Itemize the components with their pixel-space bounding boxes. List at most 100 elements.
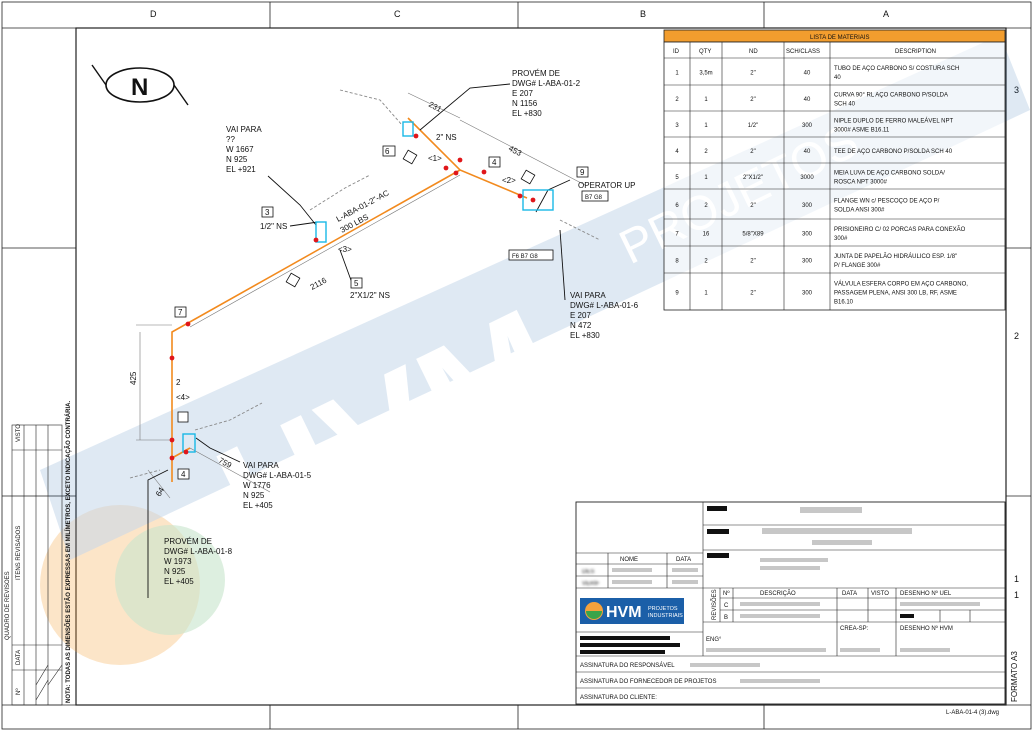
note-line: N 472 [570, 321, 592, 330]
format-label: FORMATO A3 [1010, 651, 1019, 702]
sig-responsavel: ASSINATURA DO RESPONSÁVEL [580, 662, 675, 669]
row-label-2: 2 [1014, 331, 1019, 341]
material-sch: 40 [804, 149, 811, 155]
material-description: 40 [834, 75, 841, 81]
material-qty: 2 [704, 203, 708, 209]
material-description: ROSCA NPT 3000# [834, 180, 888, 186]
fitting-bottom [182, 433, 196, 453]
crea-label: CREA-SP: [840, 626, 869, 632]
rev-row-c: C [724, 603, 729, 609]
dim-2116: 2116 [309, 275, 329, 291]
material-description: 3000# ASME B16.11 [834, 128, 890, 134]
rev-head-no: Nº [723, 590, 730, 597]
note-line: N 925 [226, 155, 248, 164]
strip-label-visto: VISTO [16, 424, 22, 442]
material-qty: 1 [704, 123, 708, 129]
tag-2: 2 [176, 378, 181, 387]
weld-point [169, 355, 175, 361]
note-provem-bottom: PROVÉM DE DWG# L-ABA-01-8 W 1973 N 925 E… [164, 537, 233, 586]
tag-7: 7 [178, 308, 183, 317]
gray-ghost-pipes [129, 89, 601, 479]
redacted-blocks [580, 506, 914, 654]
fitting-top [402, 121, 414, 137]
materials-headers: ID QTY ND SCH/CLASS DESCRIPTION [673, 49, 936, 55]
note-line: EL +921 [226, 165, 256, 174]
weld-point [169, 455, 175, 461]
material-id: 4 [675, 149, 679, 155]
material-qty: 1 [704, 97, 708, 103]
note-line: VAI PARA [243, 461, 279, 470]
weld-point [517, 193, 523, 199]
material-id: 9 [675, 291, 679, 297]
material-id: 7 [675, 232, 679, 238]
col-nome: NOME [620, 557, 638, 563]
note-line: ?? [226, 135, 235, 144]
material-qty: 1 [704, 291, 708, 297]
tag-6: 6 [385, 147, 390, 156]
sig-cliente: ASSINATURA DO CLIENTE: [580, 695, 657, 701]
tag-3: 3 [265, 208, 270, 217]
rev-head-data: DATA [842, 591, 857, 597]
note-vai-para-right: VAI PARA DWG# L-ABA-01-6 E 207 N 472 EL … [570, 291, 639, 340]
strip-label-no: Nº [15, 688, 22, 695]
material-description: 300# [834, 236, 848, 242]
eng-label: ENG° [706, 637, 722, 643]
weld-tag-1: <1> [428, 154, 442, 163]
material-description: CURVA 90° RL AÇO CARBONO P/SOLDA [834, 93, 948, 99]
weld-point [453, 170, 459, 176]
pipe-route [171, 117, 528, 482]
note-line: N 925 [243, 491, 265, 500]
material-sch: 40 [804, 97, 811, 103]
material-qty: 16 [703, 232, 710, 238]
column-label-b: B [640, 9, 646, 19]
material-id: 5 [675, 175, 679, 181]
weld-tags: <1> <2> <3> <4> [176, 154, 516, 402]
general-note: NOTA: TODAS AS DIMENSÕES ESTÃO EXPRESSAS… [64, 401, 72, 703]
file-name: L-ABA-01-4 (3).dwg [946, 710, 999, 716]
material-description: P/ FLANGE 300# [834, 263, 881, 269]
note-line: EL +830 [512, 109, 542, 118]
row-label-1: 1 [1014, 574, 1019, 584]
material-sch: 300 [802, 123, 813, 129]
strip-label-quadro: QUADRO DE REVISÕES [4, 571, 11, 640]
material-id: 3 [675, 123, 679, 129]
strip-label-data: DATA [16, 650, 22, 665]
dim-453: 453 [507, 144, 523, 158]
watermark-circle-green [115, 525, 225, 635]
bom-item-tags: 7 3 4 4 5 6 9 2 F6 B7 G8 B7 G8 [176, 147, 603, 479]
hvm-logo-sub-2: INDUSTRIAIS [648, 613, 683, 619]
dim-425: 425 [129, 371, 138, 385]
weld-point [443, 165, 449, 171]
materials-grid [664, 42, 1005, 310]
note-line: W 1776 [243, 481, 271, 490]
fitting-mid [315, 221, 327, 243]
weld-tag-2: <2> [502, 176, 516, 185]
header-description: DESCRIPTION [895, 49, 936, 55]
material-description: TEE DE AÇO CARBONO P/SOLDA SCH 40 [834, 149, 953, 155]
title-block: NOME DATA DES VERIF REVISÕES Nº DESCRIÇÃ… [575, 501, 1006, 705]
note-line: DWG# L-ABA-01-5 [243, 471, 312, 480]
weld-tag-4: <4> [176, 393, 190, 402]
column-label-c: C [394, 9, 401, 19]
weld-points [169, 133, 536, 461]
material-nd: 2" [750, 97, 755, 103]
note-line: EL +830 [570, 331, 600, 340]
weld-point [313, 237, 319, 243]
north-label: N [131, 74, 148, 101]
half-ns: 1/2" NS [260, 222, 287, 231]
material-sch: 300 [802, 291, 813, 297]
rev-head-descricao: DESCRIÇÃO [760, 590, 796, 597]
weld-point [481, 169, 487, 175]
weld-tag-3: <3> [338, 245, 352, 254]
material-description: PASSAGEM PLENA, ANSI 300 LB, RF, ASME [834, 291, 957, 297]
header-qty: QTY [699, 49, 711, 55]
weld-point [183, 449, 189, 455]
note-line: PROVÉM DE [164, 537, 212, 546]
row-des: DES [582, 569, 594, 575]
sheet-number: 1 [1014, 590, 1019, 600]
note-provem-top: PROVÉM DE DWG# L-ABA-01-2 E 207 N 1156 E… [512, 69, 581, 118]
material-description: SOLDA ANSI 300# [834, 208, 885, 214]
